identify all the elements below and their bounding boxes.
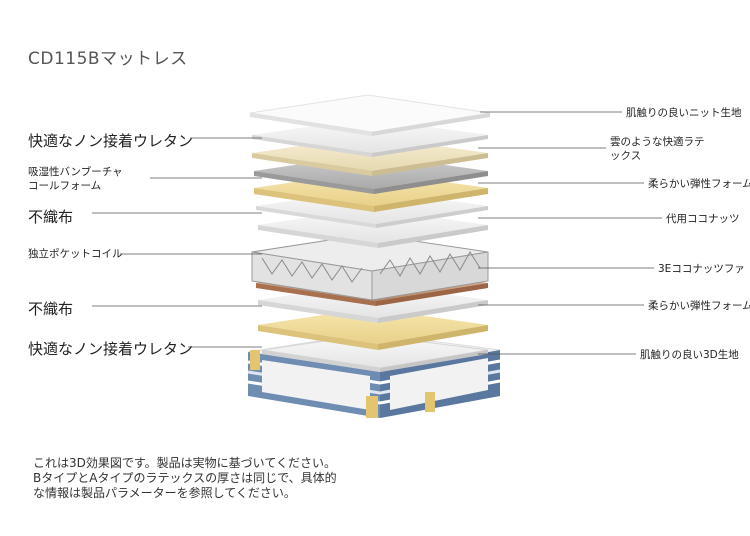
note-line-3: な情報は製品パラメーターを参照してください。	[33, 486, 296, 500]
layer-knit-fabric	[249, 94, 491, 136]
label-soft-foam-2: 柔らかい弾性フォーム	[648, 300, 750, 312]
disclaimer-note: これは3D効果図です。製品は実物に基づいてください。 BタイプとAタイプのラテッ…	[33, 456, 337, 501]
label-bamboo-line2: コールフォーム	[28, 180, 102, 192]
label-cloud-latex: 雲のような快適ラテ ックス	[610, 135, 705, 163]
label-bamboo-charcoal-foam: 吸湿性バンブーチャ コールフォーム	[28, 165, 123, 193]
label-nonwoven-2: 不織布	[28, 300, 74, 318]
label-cloud-latex-line1: 雲のような快適ラテ	[610, 136, 705, 148]
label-pocket-coil: 独立ポケットコイル	[28, 248, 123, 260]
label-knit-fabric: 肌触りの良いニット生地	[626, 107, 742, 119]
label-cloud-latex-line2: ックス	[610, 150, 642, 162]
page-title: CD115Bマットレス	[28, 49, 188, 69]
label-substitute-coconut: 代用ココナッツ	[666, 213, 740, 225]
leader-lines-left	[92, 137, 262, 348]
note-line-2: BタイプとAタイプのラテックスの厚さは同じで、具体的	[33, 471, 337, 485]
label-nonwoven-1: 不織布	[28, 208, 74, 226]
label-comfort-urethan-top: 快適なノン接着ウレタン	[28, 132, 194, 150]
leader-lines-right	[478, 111, 662, 355]
label-soft-foam-1: 柔らかい弾性フォーム	[648, 178, 750, 190]
layer-3d-fabric	[261, 334, 489, 372]
label-3d-fabric: 肌触りの良い3D生地	[640, 349, 739, 361]
note-line-1: これは3D効果図です。製品は実物に基づいてください。	[33, 456, 336, 470]
label-3e-coconut: 3Eココナッツファ	[658, 263, 745, 275]
label-comfort-urethan-bottom: 快適なノン接着ウレタン	[28, 340, 194, 358]
label-bamboo-line1: 吸湿性バンブーチャ	[28, 166, 123, 178]
layer-comfort-urethan-bottom	[258, 308, 488, 350]
